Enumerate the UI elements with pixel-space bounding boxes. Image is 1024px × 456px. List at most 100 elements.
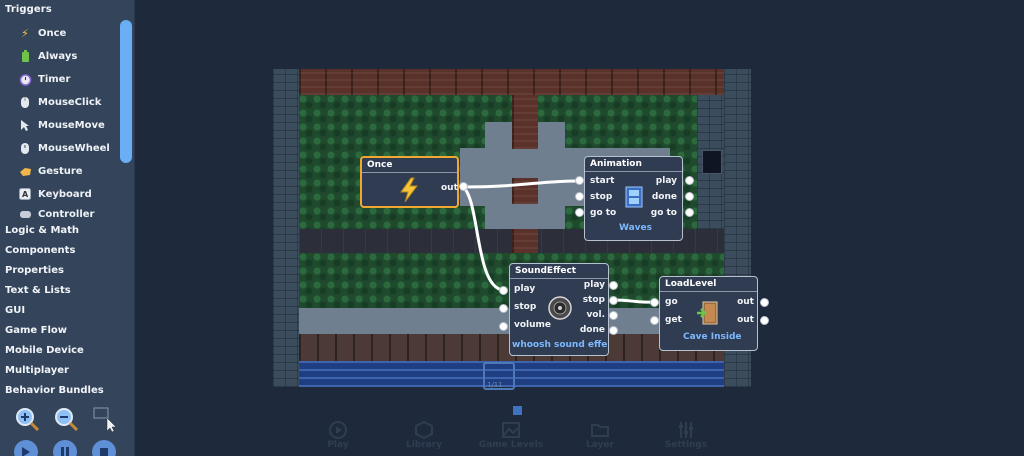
- gamepad-icon: [18, 207, 32, 221]
- category-multiplayer[interactable]: Multiplayer: [5, 365, 69, 376]
- trigger-label: Timer: [38, 73, 71, 85]
- port-go-label: go: [665, 297, 678, 307]
- trigger-mousemove[interactable]: MouseMove: [18, 115, 118, 135]
- load-get-port[interactable]: [650, 316, 659, 325]
- animation-start-port[interactable]: [575, 176, 584, 185]
- node-divider: [362, 172, 457, 173]
- sound-volume-port[interactable]: [499, 322, 508, 331]
- category-game-flow[interactable]: Game Flow: [5, 325, 68, 336]
- left-wall: [273, 69, 299, 387]
- port-stop-out-label: stop: [582, 295, 605, 305]
- nav-settings[interactable]: Settings: [651, 420, 721, 456]
- trigger-gesture[interactable]: Gesture: [18, 161, 118, 181]
- nav-label: Play: [327, 440, 349, 450]
- zoom-in-icon: [16, 408, 40, 432]
- zoom-out-button[interactable]: [53, 406, 79, 432]
- once-out-port[interactable]: [459, 182, 468, 191]
- sliders-icon: [651, 420, 721, 440]
- trigger-label: Always: [38, 50, 78, 62]
- page-handle[interactable]: [513, 406, 522, 415]
- animation-goto-port[interactable]: [575, 208, 584, 217]
- port-goto-out-label: go to: [650, 208, 677, 218]
- trigger-label: Gesture: [38, 165, 83, 177]
- animation-stop-port[interactable]: [575, 192, 584, 201]
- nav-label: Layer: [586, 440, 614, 450]
- category-components[interactable]: Components: [5, 245, 76, 256]
- pause-small-icon: [61, 447, 69, 456]
- port-out-label: out: [737, 297, 754, 307]
- trigger-always[interactable]: Always: [18, 46, 118, 66]
- sound-stop-out-port[interactable]: [609, 296, 618, 305]
- soundeffect-node[interactable]: SoundEffect play stop volume play stop v…: [509, 263, 609, 356]
- category-mobile-device[interactable]: Mobile Device: [5, 345, 84, 356]
- top-bricks: [299, 69, 724, 95]
- stop-mode-button[interactable]: [92, 440, 116, 456]
- trigger-label: MouseMove: [38, 119, 105, 131]
- load-out-port[interactable]: [760, 298, 769, 307]
- key-icon: A: [18, 187, 32, 201]
- play-mode-button[interactable]: [14, 440, 38, 456]
- cursor-icon: [18, 118, 32, 132]
- sound-stop-port[interactable]: [499, 304, 508, 313]
- nav-game-levels[interactable]: Game Levels: [476, 420, 546, 456]
- folder-icon: [565, 420, 635, 440]
- sound-play-out-port[interactable]: [609, 281, 618, 290]
- trigger-keyboard[interactable]: A Keyboard: [18, 184, 118, 204]
- trigger-controller[interactable]: Controller: [18, 207, 118, 221]
- page-indicator[interactable]: [483, 362, 515, 390]
- trigger-timer[interactable]: Timer: [18, 69, 118, 89]
- nav-library[interactable]: Library: [389, 420, 459, 456]
- zoom-out-icon: [55, 408, 79, 432]
- animation-node[interactable]: Animation start stop go to play done go …: [584, 156, 683, 241]
- node-title: SoundEffect: [515, 266, 577, 276]
- node-caption: Waves: [619, 223, 653, 233]
- triggers-scrollbar[interactable]: [120, 20, 132, 163]
- node-title: Animation: [590, 159, 642, 169]
- nav-layer[interactable]: Layer: [565, 420, 635, 456]
- category-behavior-bundles[interactable]: Behavior Bundles: [5, 385, 104, 396]
- port-play-out-label: play: [583, 280, 605, 290]
- animation-play-port[interactable]: [685, 176, 694, 185]
- category-text-lists[interactable]: Text & Lists: [5, 285, 71, 296]
- port-volume-label: volume: [514, 320, 552, 330]
- sound-play-port[interactable]: [499, 286, 508, 295]
- sound-done-port[interactable]: [609, 326, 618, 335]
- sound-vol-port[interactable]: [609, 311, 618, 320]
- category-gui[interactable]: GUI: [5, 305, 26, 316]
- animation-done-port[interactable]: [685, 192, 694, 201]
- node-title: Once: [367, 160, 393, 170]
- trigger-mousewheel[interactable]: MouseWheel: [18, 138, 118, 158]
- play-icon: [303, 420, 373, 440]
- select-tool-button[interactable]: [92, 406, 118, 432]
- category-logic-math[interactable]: Logic & Math: [5, 225, 80, 236]
- load-out-port-2[interactable]: [760, 316, 769, 325]
- port-goto-label: go to: [590, 208, 617, 218]
- door-dark: [702, 150, 722, 174]
- nav-label: Settings: [664, 440, 708, 450]
- brick-pillar-upper: [512, 95, 538, 149]
- trigger-label: MouseClick: [38, 96, 102, 108]
- node-caption: Cave Inside: [683, 332, 742, 342]
- node-caption: whoosh sound effec: [512, 340, 607, 350]
- trigger-mouseclick[interactable]: MouseClick: [18, 92, 118, 112]
- trigger-label: Keyboard: [38, 188, 92, 200]
- zoom-in-button[interactable]: [14, 406, 40, 432]
- animation-goto-out-port[interactable]: [685, 208, 694, 217]
- trigger-label: Controller: [38, 208, 95, 220]
- node-divider: [585, 171, 682, 172]
- selection-cursor-icon: [93, 407, 117, 432]
- image-icon: [476, 420, 546, 440]
- loadlevel-node[interactable]: LoadLevel go get out out Cave Inside: [659, 276, 758, 351]
- node-divider: [660, 291, 757, 292]
- category-properties[interactable]: Properties: [5, 265, 64, 276]
- node-divider: [510, 278, 608, 279]
- port-done-label: done: [579, 325, 605, 335]
- load-go-port[interactable]: [650, 298, 659, 307]
- trigger-once[interactable]: ⚡ Once: [18, 23, 118, 43]
- once-node[interactable]: Once out: [360, 156, 459, 208]
- pause-mode-button[interactable]: [53, 440, 77, 456]
- port-vol-label: vol.: [586, 310, 605, 320]
- port-play-label: play: [514, 284, 536, 294]
- nav-play[interactable]: Play: [303, 420, 373, 456]
- hand-icon: [18, 164, 32, 178]
